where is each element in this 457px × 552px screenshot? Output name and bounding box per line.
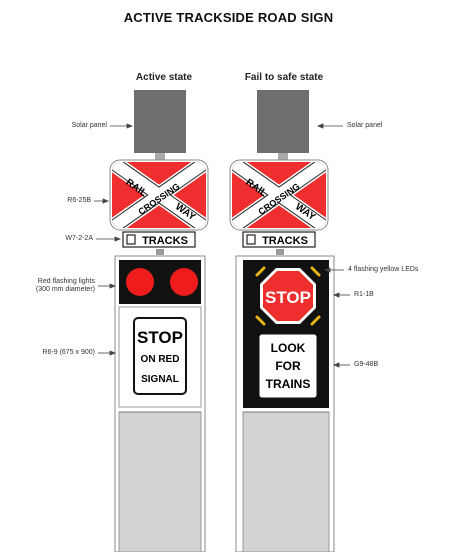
red-flashing-light-1 [126,268,154,296]
stop-on-red-signal-sign: STOP ON RED SIGNAL [118,306,202,408]
leader-lines [94,123,350,368]
label-yellow-leds: 4 flashing yellow LEDs [348,266,419,273]
look-text-3: TRAINS [266,377,311,391]
tracks-sign-left: TRACKS [122,231,196,248]
red-flashing-light-2 [170,268,198,296]
column-title-active: Active state [135,72,193,83]
label-g9-48b: G9-48B [354,361,379,368]
yellow-led-3 [255,315,266,326]
look-text-2: FOR [275,359,301,373]
column-title-fail-safe: Fail to safe state [244,72,324,83]
solar-panel-left [134,90,186,153]
tracks-sign-right: TRACKS [242,231,316,248]
tracks-text-right: TRACKS [262,235,308,247]
yellow-leds [255,266,321,326]
label-r6-9: R6-9 (675 x 900) [42,349,95,356]
solar-mount-left [155,153,165,161]
label-r1-1b: R1-1B [354,291,374,298]
fail-safe-assembly: RAIL CROSSING WAY TRACKS STOP [229,90,335,552]
stop-on-red-text-1: STOP [137,328,183,347]
stop-on-red-text-2: ON RED [141,354,180,365]
solar-panel-right [257,90,309,153]
crossbuck-sign-left: RAIL CROSSING WAY [109,159,209,231]
stop-on-red-text-3: SIGNAL [141,374,179,385]
post-base-right [242,411,330,552]
label-solar-panel-right: Solar panel [347,122,383,129]
label-red-flashing-lights: Red flashing lights (300 mm diameter) [0,278,95,294]
label-w7-2-2a: W7-2-2A [65,235,93,242]
crossbuck-sign-right: RAIL CROSSING WAY [229,159,329,231]
stop-sign-octagon: STOP [260,268,316,324]
diagram-title: ACTIVE TRACKSIDE ROAD SIGN [123,10,334,25]
active-state-assembly: RAIL CROSSING WAY TRACKS STOP ON RED SIG… [109,90,209,552]
tracks-text-left: TRACKS [142,235,188,247]
post-base-left [118,411,202,552]
label-red-lights-line2: (300 mm diameter) [35,286,95,293]
label-solar-panel-left: Solar panel [71,122,107,129]
yellow-led-4 [310,315,321,326]
look-text-1: LOOK [271,341,306,355]
yellow-led-2 [310,266,321,277]
stop-octagon-text: STOP [265,288,311,307]
yellow-led-1 [255,266,266,277]
label-r6-25b: R6-25B [67,197,91,204]
label-red-lights-line1: Red flashing lights [37,278,95,285]
look-for-trains-sign: LOOK FOR TRAINS [258,333,318,399]
solar-mount-right [278,153,288,161]
